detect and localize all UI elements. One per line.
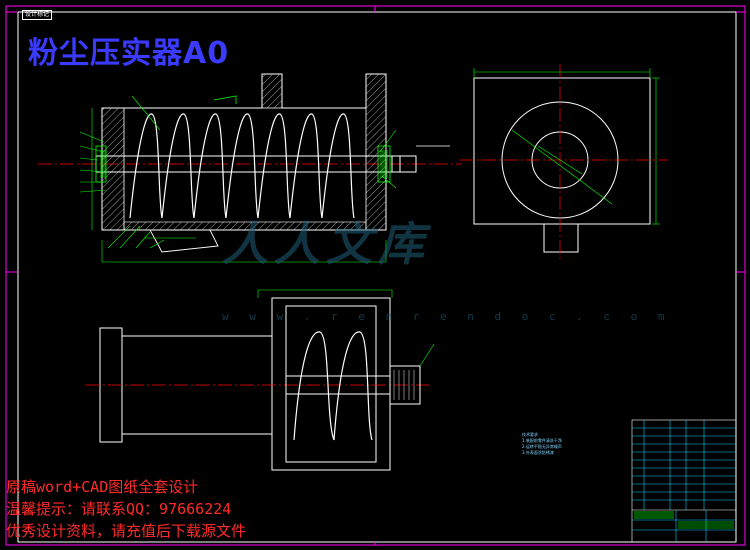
front-view-section[interactable] [38, 73, 462, 263]
notes-heading: 技术要求 [522, 432, 538, 437]
technical-notes: 技术要求 1.装配前零件清洗干净 2.运转平稳无异常噪声 3.外表面涂防锈漆 [522, 432, 562, 456]
watermark-logo: 人人文库 [222, 217, 430, 271]
frame-ticks [6, 6, 745, 545]
drawing-title: 粉尘压实器A0 [28, 36, 230, 71]
title-block[interactable] [631, 419, 737, 543]
drawing-border-inner [17, 11, 737, 543]
notes-line: 1.装配前零件清洗干净 [522, 438, 562, 443]
watermark-url: w w w . r e n r e n d o c . c o m [222, 310, 672, 323]
promo-line-2: 温馨提示：请联系QQ：97666224 [6, 500, 232, 518]
promo-line-3: 优秀设计资料，请充值后下载源文件 [6, 522, 247, 540]
notes-line: 3.外表面涂防锈漆 [522, 450, 554, 455]
notes-line: 2.运转平稳无异常噪声 [522, 444, 562, 449]
drawing-stamp: 设计标记 [22, 10, 53, 20]
promo-line-1: 原稿word+CAD图纸全套设计 [6, 478, 199, 496]
top-view[interactable] [86, 289, 435, 471]
side-view[interactable] [460, 64, 668, 262]
